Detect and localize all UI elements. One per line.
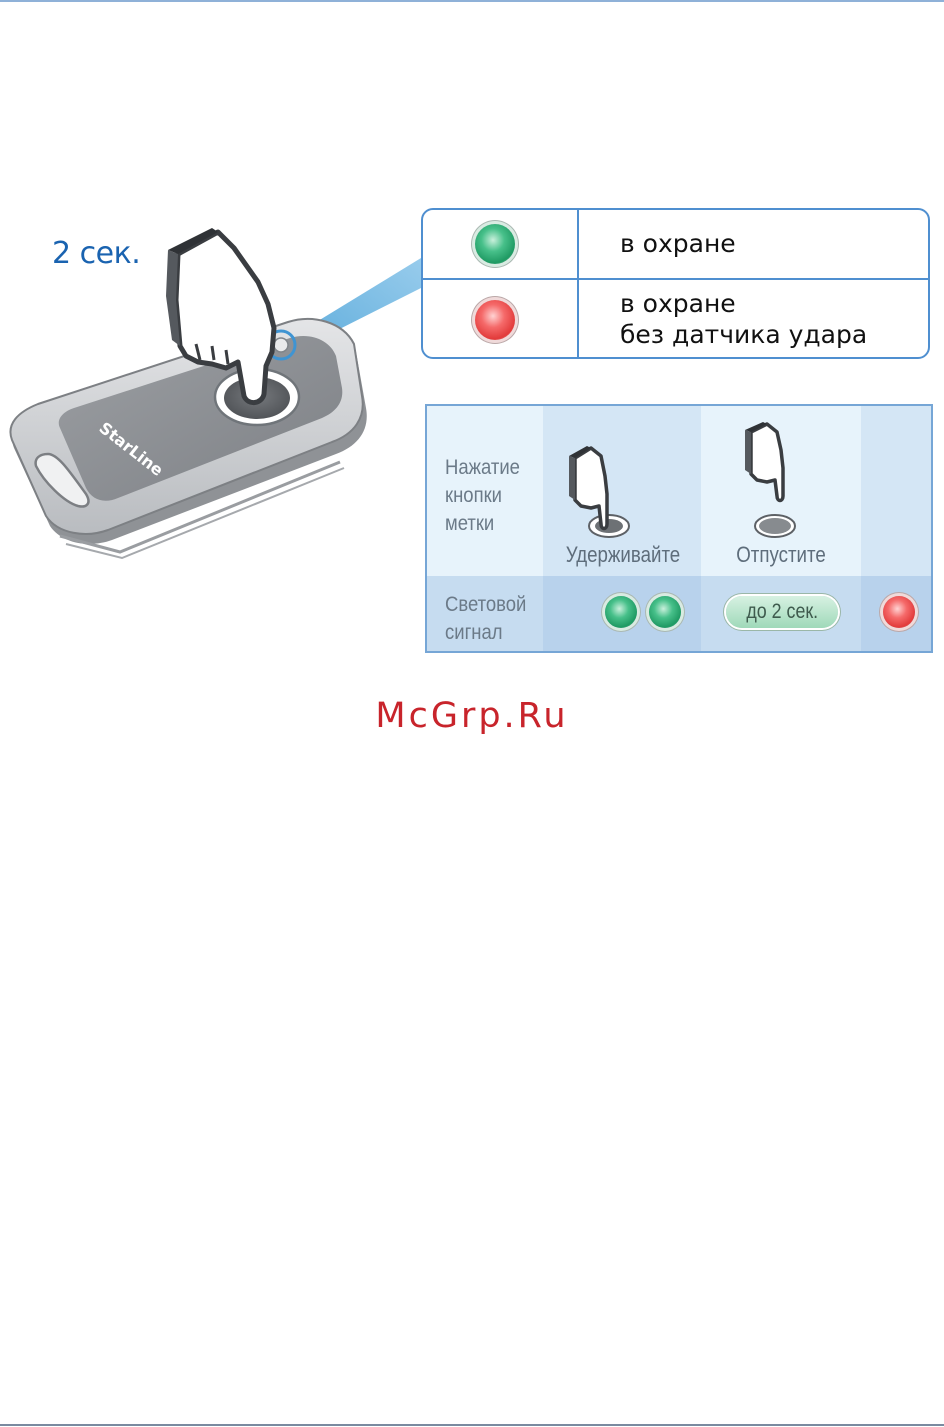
seq-step-end-cell <box>861 406 931 576</box>
button-sequence-table: Нажатие кнопки метки Световой сигнал Уде… <box>425 404 933 653</box>
bottom-rule <box>0 1424 944 1426</box>
release-button-icon <box>717 420 847 545</box>
legend-text-line1: в охране <box>620 288 867 319</box>
red-led-icon <box>475 300 515 340</box>
legend-divider <box>577 280 579 359</box>
row-label-line: Нажатие <box>445 454 520 482</box>
legend-row-armed: в охране <box>423 210 928 280</box>
legend-row-armed-no-shock: в охране без датчика удара <box>423 280 928 359</box>
legend-text-line2: без датчика удара <box>620 319 867 350</box>
legend-text-armed: в охране <box>620 228 736 259</box>
row-label-button-press: Нажатие кнопки метки <box>445 454 520 538</box>
duration-pill-text: до 2 сек. <box>746 596 818 628</box>
row-label-line: кнопки <box>445 482 520 510</box>
legend-text-armed-no-shock: в охране без датчика удара <box>620 288 867 350</box>
hold-button-icon <box>557 436 687 546</box>
duration-pill: до 2 сек. <box>726 596 838 628</box>
step-label-hold: Удерживайте <box>555 542 691 568</box>
watermark: McGrp.Ru <box>0 696 944 736</box>
step-label-release: Отпустите <box>713 542 849 568</box>
row-label-line: сигнал <box>445 619 526 647</box>
legend-divider <box>577 210 579 278</box>
green-led-icon <box>475 224 515 264</box>
duration-label: 2 сек. <box>52 236 140 271</box>
row-label-line: метки <box>445 510 520 538</box>
row-label-line: Световой <box>445 591 526 619</box>
row-label-light-signal: Световой сигнал <box>445 591 526 647</box>
green-led-icon <box>605 596 637 628</box>
red-led-icon <box>883 596 915 628</box>
led-legend: в охране в охране без датчика удара <box>421 208 930 359</box>
green-led-icon <box>649 596 681 628</box>
